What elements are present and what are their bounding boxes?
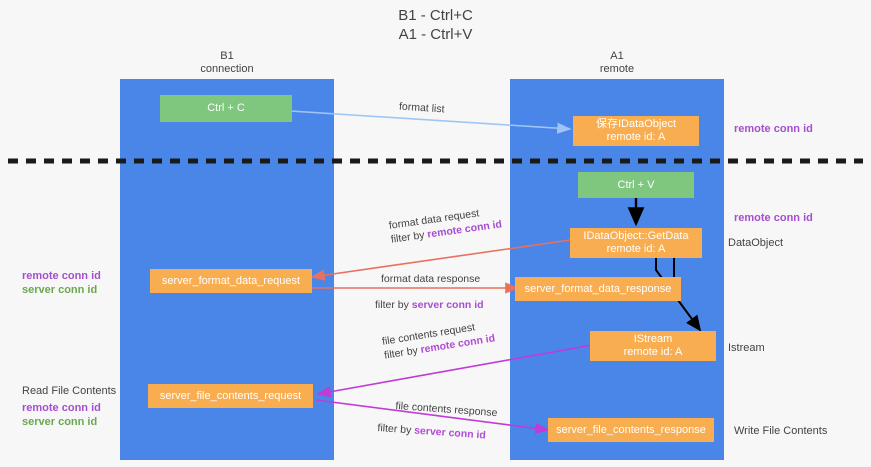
column-header-a1: A1 remote xyxy=(510,50,724,76)
annotation-left-remote-conn-id-2: remote conn id xyxy=(22,402,101,414)
edge-label-fdres-prefix: filter by xyxy=(375,299,412,311)
box-idataobject[interactable]: 保存IDataObject remote id: A xyxy=(573,116,699,146)
box-server-file-contents-request[interactable]: server_file_contents_request xyxy=(148,384,313,408)
box-server-format-data-request[interactable]: server_format_data_request xyxy=(150,269,312,293)
annotation-dataobject: DataObject xyxy=(728,237,784,249)
annotation-left-server-conn-id-1: server conn id xyxy=(22,284,98,296)
box-idataobject-getdata[interactable]: IDataObject::GetData remote id: A xyxy=(570,228,702,258)
box-server-format-data-request-label: server_format_data_request xyxy=(161,274,301,287)
box-istream[interactable]: IStream remote id: A xyxy=(590,331,716,361)
box-server-format-data-response[interactable]: server_format_data_response xyxy=(515,277,681,301)
edge-label-fcres-prefix: filter by xyxy=(377,421,415,437)
box-server-format-data-response-label: server_format_data_response xyxy=(524,282,672,295)
annotation-remote-conn-id-top: remote conn id xyxy=(734,123,813,135)
edge-label-format-list: format list xyxy=(398,100,445,116)
box-ctrl-c[interactable]: Ctrl + C xyxy=(160,95,292,122)
column-header-b1-name: B1 xyxy=(220,50,234,62)
column-header-a1-name: A1 xyxy=(610,50,624,62)
annotation-left-server-conn-id-2: server conn id xyxy=(22,416,98,428)
edge-label-format-data-response-line1: format data response xyxy=(381,273,481,285)
box-idataobject-line2: remote id: A xyxy=(606,131,666,143)
arrow-file-contents-response xyxy=(315,399,550,434)
annotation-istream: Istream xyxy=(728,342,765,354)
box-istream-line1: IStream xyxy=(633,333,673,345)
arrow-format-list xyxy=(274,109,572,134)
annotation-read-file-contents: Read File Contents xyxy=(22,385,117,397)
box-ctrl-c-label: Ctrl + C xyxy=(207,102,245,114)
arrow-getdata-to-istream xyxy=(655,258,702,332)
annotation-left-remote-conn-id-1: remote conn id xyxy=(22,270,101,282)
page-title-line2: A1 - Ctrl+V xyxy=(398,26,473,43)
box-idataobject-line1: 保存IDataObject xyxy=(595,118,677,130)
box-ctrl-v[interactable]: Ctrl + V xyxy=(578,172,694,198)
box-idataobject-getdata-line1: IDataObject::GetData xyxy=(583,230,689,242)
box-server-file-contents-response-label: server_file_contents_response xyxy=(556,423,706,436)
annotation-write-file-contents: Write File Contents xyxy=(734,425,828,437)
page-title-line1: B1 - Ctrl+C xyxy=(398,7,473,24)
box-ctrl-v-label: Ctrl + V xyxy=(617,178,655,191)
column-header-b1-role: connection xyxy=(200,63,254,75)
box-istream-line2: remote id: A xyxy=(623,346,683,358)
edge-label-format-data-response-line2: filter by server conn id xyxy=(375,298,484,312)
annotation-remote-conn-id-getdata: remote conn id xyxy=(734,212,813,224)
box-idataobject-getdata-line2: remote id: A xyxy=(606,243,666,255)
box-server-file-contents-request-label: server_file_contents_request xyxy=(159,389,302,402)
column-header-b1: B1 connection xyxy=(120,50,334,76)
arrow-file-contents-request xyxy=(316,344,593,398)
page-title: B1 - Ctrl+C A1 - Ctrl+V xyxy=(0,6,871,44)
column-header-a1-role: remote xyxy=(599,63,635,75)
arrow-format-data-request xyxy=(310,239,571,281)
edge-label-fdres-key: server conn id xyxy=(411,299,484,311)
box-server-file-contents-response[interactable]: server_file_contents_response xyxy=(548,418,714,442)
